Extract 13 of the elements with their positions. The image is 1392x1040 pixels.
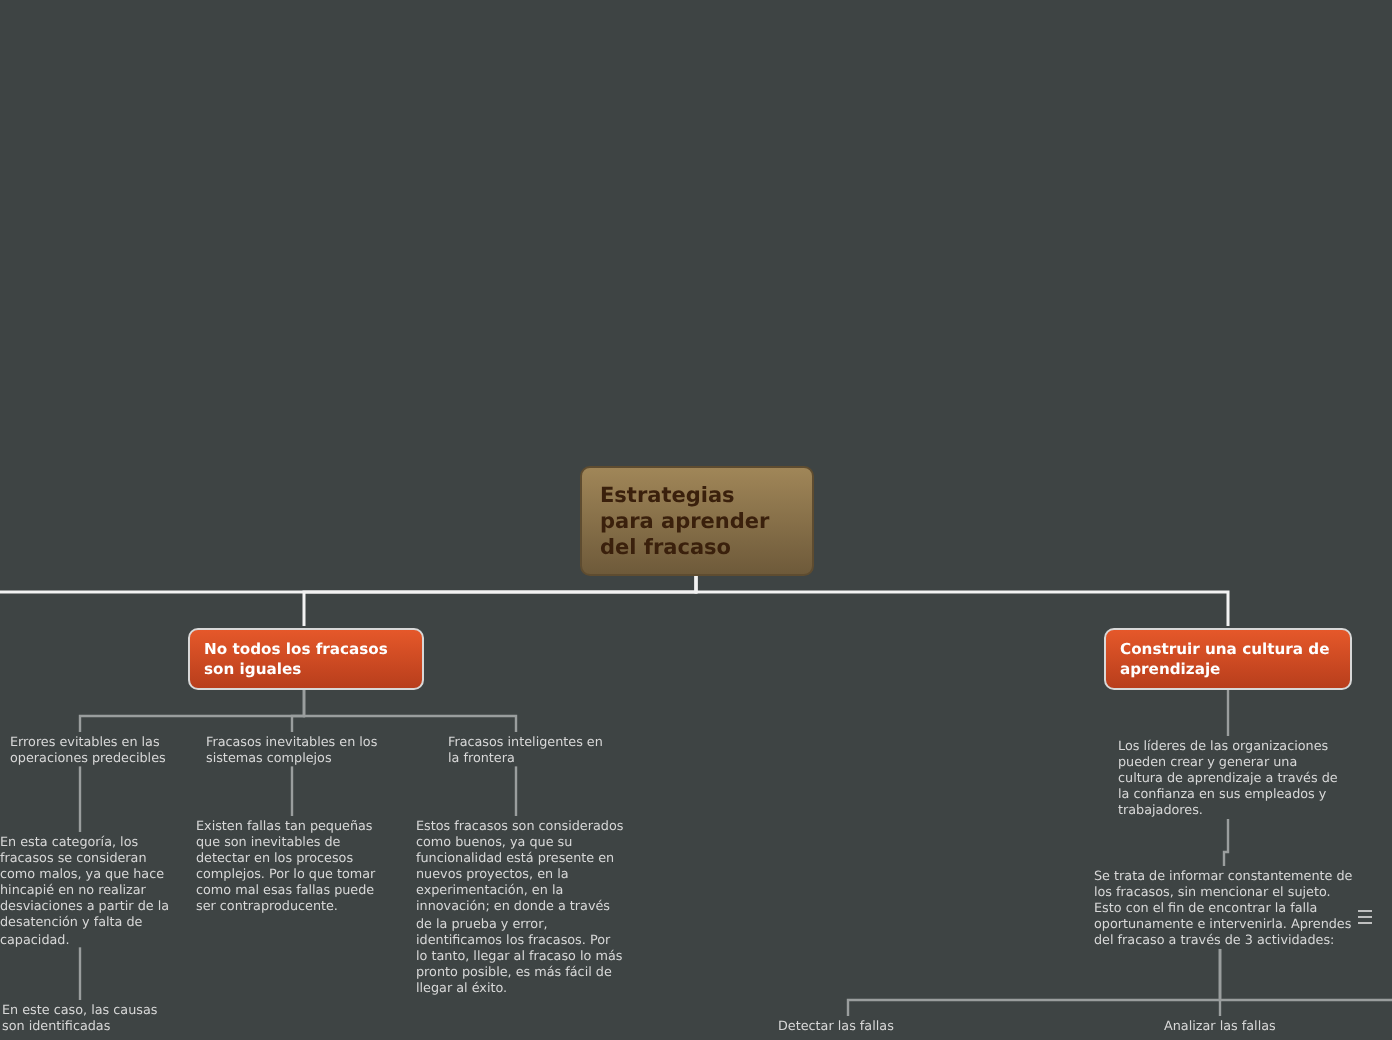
topic-box	[188, 628, 424, 690]
connector-line	[290, 766, 294, 816]
topic-box	[1104, 628, 1352, 690]
central-topic-box	[580, 466, 814, 576]
connector-line	[1226, 690, 1230, 736]
connector-line	[1218, 948, 1392, 1002]
connector-line	[0, 576, 698, 594]
connector-line	[514, 766, 518, 816]
connector-line	[302, 690, 518, 732]
connector-line	[1222, 818, 1230, 866]
topic-label: Estrategias para aprender del fracaso	[600, 484, 772, 562]
connector-line	[78, 766, 82, 832]
connector-line	[78, 947, 82, 1000]
